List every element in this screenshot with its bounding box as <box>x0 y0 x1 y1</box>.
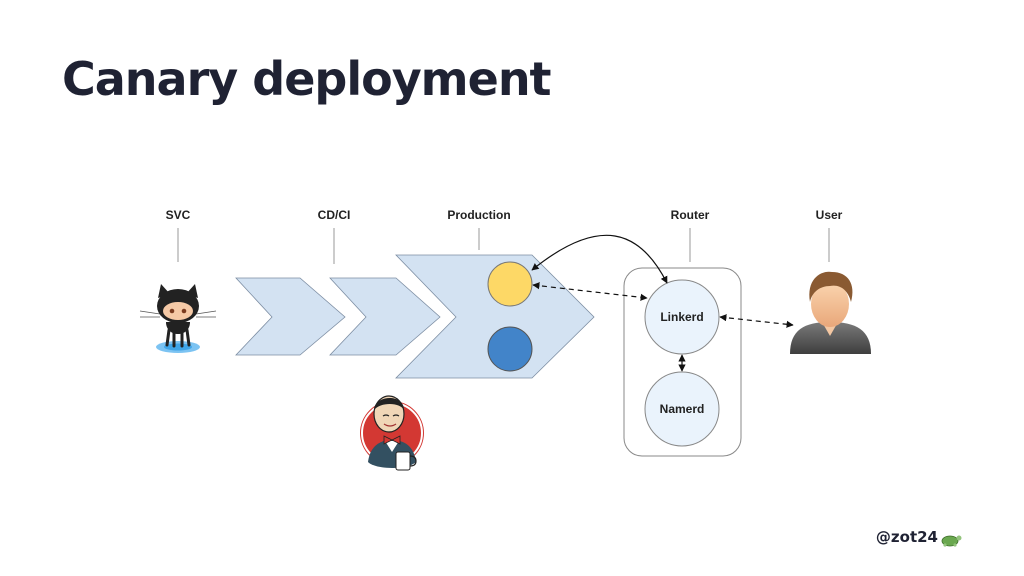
canary-to-linkerd-dashed <box>532 282 648 301</box>
author-handle-text: @zot24 <box>875 528 938 546</box>
github-octocat-icon <box>139 284 217 353</box>
user-avatar-icon <box>790 271 871 354</box>
column-leader-lines <box>177 228 830 264</box>
jenkins-butler-icon <box>360 395 424 471</box>
namerd-node <box>644 371 720 447</box>
canary-instance <box>487 261 533 307</box>
node-label-namerd: Namerd <box>659 402 705 416</box>
node-label-linkerd: Linkerd <box>660 310 704 324</box>
pipeline-chevron-1 <box>235 277 346 356</box>
pipeline-chevron-2 <box>329 277 441 356</box>
column-label-user: User <box>815 208 843 222</box>
stable-instance <box>487 326 533 372</box>
slide-title: Canary deployment <box>62 52 552 106</box>
column-label-production: Production <box>447 208 511 222</box>
column-label-cdci: CD/CI <box>317 208 351 222</box>
column-label-router: Router <box>670 208 710 222</box>
linkerd-to-canary-curve <box>531 234 668 284</box>
linkerd-user-dashed <box>719 314 794 328</box>
column-label-svc: SVC <box>165 208 191 222</box>
author-handle: @zot24 <box>876 528 962 546</box>
turtle-icon <box>941 535 962 547</box>
linkerd-node <box>644 279 720 355</box>
